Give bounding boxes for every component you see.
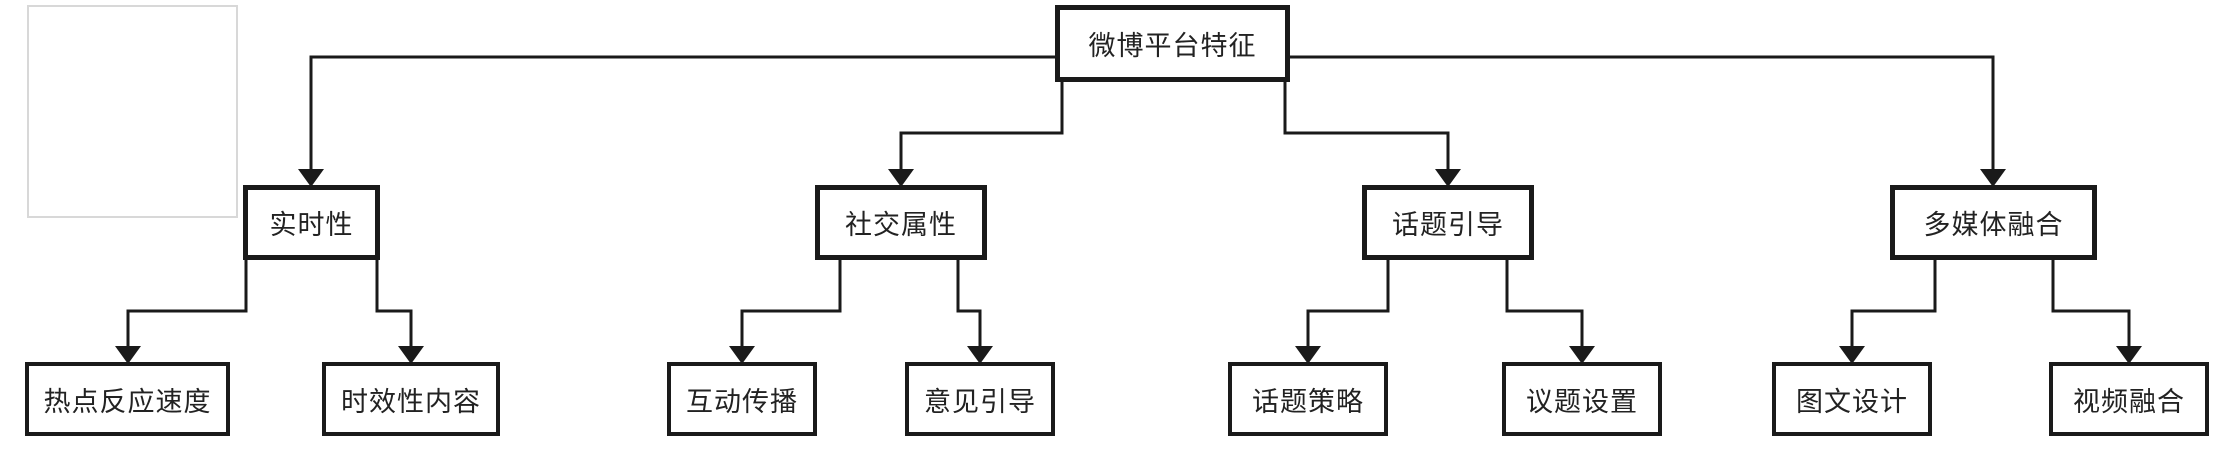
arrowhead-topic-strategy (1295, 346, 1321, 364)
node-label: 话题策略 (1252, 386, 1364, 417)
arrowhead-opinion-guide (967, 346, 993, 364)
arrowhead-timely-content (398, 346, 424, 364)
node-label: 社交属性 (845, 210, 957, 240)
connector-topic-agenda-setting (1505, 260, 1584, 348)
connector-social-interactive-spread (740, 260, 842, 348)
arrowhead-graphic-design (1839, 346, 1865, 364)
node-label: 多媒体融合 (1923, 210, 2064, 240)
node-opinion-guide: 意见引导 (905, 362, 1055, 436)
node-hotspot-speed: 热点反应速度 (25, 362, 230, 436)
connector-root-multimedia (1290, 55, 1995, 171)
arrowhead-social (888, 169, 914, 187)
node-label: 议题设置 (1526, 386, 1638, 417)
connector-realtime-timely-content (375, 260, 413, 348)
node-agenda-setting: 议题设置 (1502, 362, 1662, 436)
arrowhead-agenda-setting (1569, 346, 1595, 364)
arrowhead-topic (1435, 169, 1461, 187)
connector-root-topic (1283, 82, 1450, 171)
node-label: 话题引导 (1392, 210, 1504, 240)
empty-placeholder-box (27, 5, 238, 218)
node-label: 图文设计 (1796, 386, 1908, 417)
node-realtime: 实时性 (243, 185, 380, 260)
arrowhead-hotspot-speed (115, 346, 141, 364)
node-label: 视频融合 (2073, 386, 2185, 417)
connector-root-realtime (309, 55, 1055, 171)
node-topic: 话题引导 (1362, 185, 1534, 260)
node-label: 时效性内容 (341, 386, 481, 417)
connector-multimedia-video-fusion (2051, 260, 2131, 348)
connector-social-opinion-guide (956, 260, 982, 348)
node-label: 热点反应速度 (43, 386, 212, 417)
arrowhead-video-fusion (2116, 346, 2142, 364)
node-topic-strategy: 话题策略 (1228, 362, 1388, 436)
node-graphic-design: 图文设计 (1772, 362, 1932, 436)
node-label: 互动传播 (686, 386, 798, 417)
node-social: 社交属性 (815, 185, 987, 260)
node-video-fusion: 视频融合 (2049, 362, 2209, 436)
node-label: 实时性 (269, 210, 354, 240)
node-root: 微博平台特征 (1055, 5, 1290, 82)
arrowhead-multimedia (1980, 169, 2006, 187)
connector-realtime-hotspot-speed (126, 260, 248, 348)
node-multimedia: 多媒体融合 (1890, 185, 2097, 260)
node-label: 微博平台特征 (1088, 31, 1257, 61)
connector-multimedia-graphic-design (1850, 260, 1937, 348)
connector-topic-topic-strategy (1306, 260, 1390, 348)
arrowhead-interactive-spread (729, 346, 755, 364)
node-interactive-spread: 互动传播 (667, 362, 817, 436)
arrowhead-realtime (298, 169, 324, 187)
connector-root-social (899, 82, 1064, 171)
node-timely-content: 时效性内容 (322, 362, 500, 436)
node-label: 意见引导 (924, 386, 1036, 417)
